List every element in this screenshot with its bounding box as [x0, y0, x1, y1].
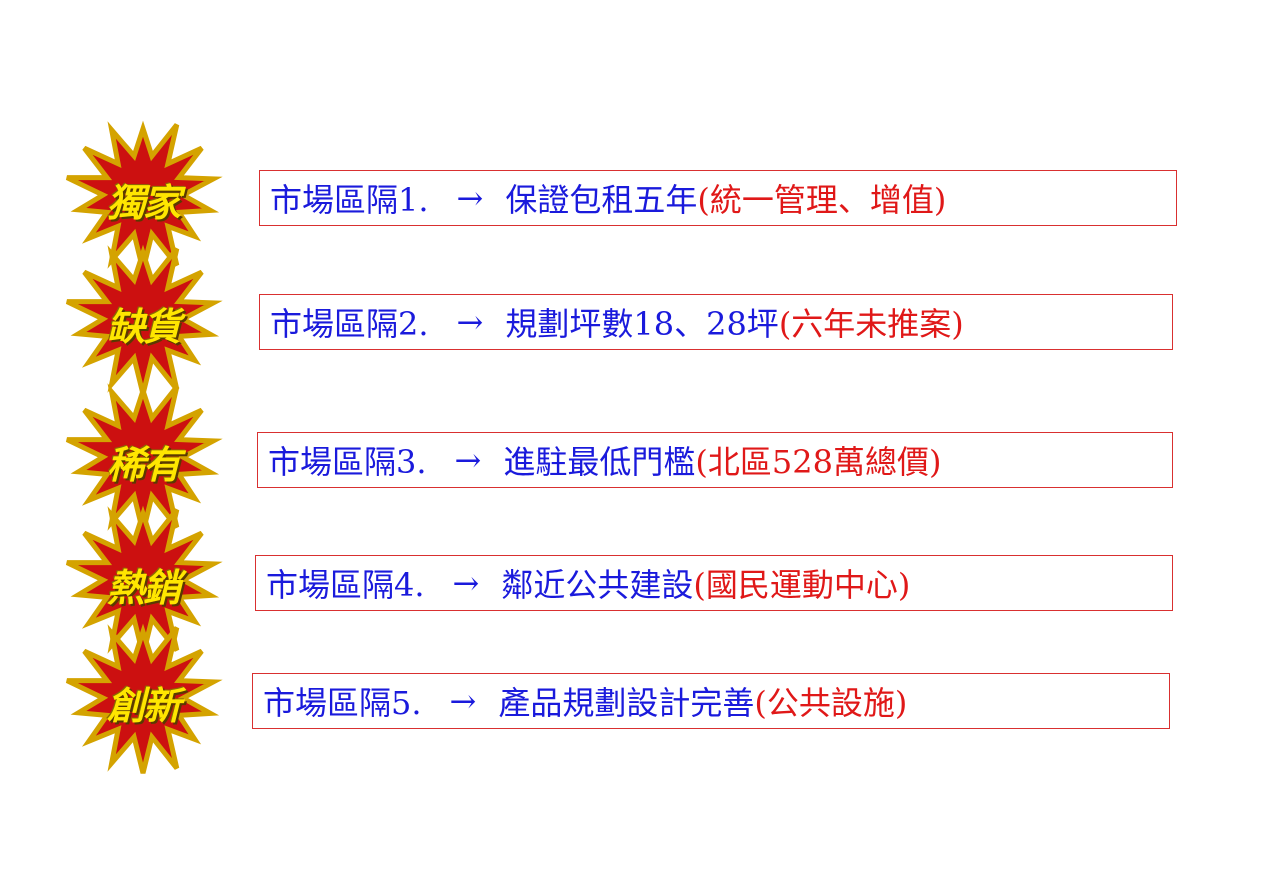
arrow-icon: → — [449, 682, 477, 720]
segment-prefix: 市場區隔4. — [266, 566, 425, 604]
segment-note: (公共設施) — [754, 684, 908, 722]
segment-main: 保證包租五年 — [505, 181, 698, 219]
segment-note: (統一管理、增值) — [697, 181, 947, 219]
segment-prefix: 市場區隔1. — [270, 181, 429, 219]
starburst-icon: 創新 — [58, 623, 228, 774]
segment-row-5: 創新 市場區隔5. → 產品規劃設計完善 (公共設施) — [0, 623, 1280, 774]
segment-row-4: 熱銷 市場區隔4. → 鄰近公共建設 (國民運動中心) — [0, 505, 1280, 656]
arrow-icon: → — [456, 303, 484, 341]
badge-label: 稀有 — [106, 442, 181, 487]
starburst-icon: 獨家 — [58, 120, 228, 271]
segment-note: (國民運動中心) — [693, 566, 911, 604]
arrow-icon: → — [452, 564, 480, 602]
arrow-icon: → — [454, 441, 482, 479]
starburst-icon: 缺貨 — [58, 244, 228, 395]
segment-main: 鄰近公共建設 — [501, 566, 694, 604]
segment-box: 市場區隔1. → 保證包租五年 (統一管理、增值) — [259, 170, 1177, 226]
segment-main: 產品規劃設計完善 — [498, 684, 755, 722]
segment-row-1: 獨家 市場區隔1. → 保證包租五年 (統一管理、增值) — [0, 120, 1280, 271]
badge-label: 獨家 — [106, 180, 181, 225]
segment-prefix: 市場區隔5. — [263, 684, 422, 722]
segment-box: 市場區隔3. → 進駐最低門檻 (北區528萬總價) — [257, 432, 1173, 488]
segment-note: (北區528萬總價) — [695, 443, 942, 481]
segment-prefix: 市場區隔2. — [270, 305, 429, 343]
segment-box: 市場區隔2. → 規劃坪數18、28坪 (六年未推案) — [259, 294, 1173, 350]
badge-label: 缺貨 — [106, 304, 181, 349]
segment-prefix: 市場區隔3. — [268, 443, 427, 481]
segment-box: 市場區隔5. → 產品規劃設計完善 (公共設施) — [252, 673, 1170, 729]
arrow-icon: → — [456, 179, 484, 217]
segment-row-2: 缺貨 市場區隔2. → 規劃坪數18、28坪 (六年未推案) — [0, 244, 1280, 395]
badge-label: 創新 — [106, 683, 181, 728]
badge-label: 熱銷 — [106, 565, 181, 610]
segment-main: 規劃坪數18、28坪 — [505, 305, 779, 343]
segment-note: (六年未推案) — [778, 305, 964, 343]
segment-main: 進駐最低門檻 — [503, 443, 696, 481]
segment-box: 市場區隔4. → 鄰近公共建設 (國民運動中心) — [255, 555, 1173, 611]
